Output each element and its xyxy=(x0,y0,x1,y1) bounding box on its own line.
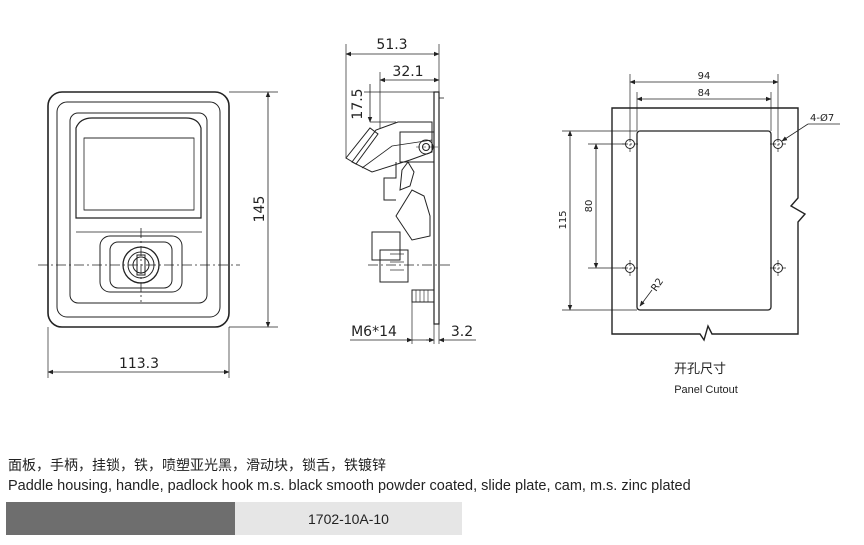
panel-outline xyxy=(611,107,807,342)
hole-label: 4-Ø7 xyxy=(810,112,834,124)
cutout-outer-width-label: 94 xyxy=(698,71,711,82)
housing-flange xyxy=(433,91,440,325)
recess-outline xyxy=(69,112,208,304)
technical-drawing: 113.3 145 xyxy=(38,37,840,396)
thread-label: M6*14 xyxy=(351,324,397,340)
cutout-rectangle xyxy=(636,130,772,311)
side-view xyxy=(345,44,476,344)
description-chinese: 面板，手柄，挂锁，铁，喷塑亚光黑，滑动块，锁舌，铁镀锌 xyxy=(8,458,386,474)
handle-side-profile xyxy=(351,121,433,173)
cutout-caption-en: Panel Cutout xyxy=(674,384,738,396)
side-handle-offset-label: 17.5 xyxy=(350,88,366,119)
front-height-label: 145 xyxy=(252,196,268,223)
side-depth-label: 51.3 xyxy=(376,37,407,53)
handle-paddle xyxy=(75,117,202,219)
mounting-holes xyxy=(625,139,783,273)
threaded-stud xyxy=(411,289,435,303)
cutout-inner-height-label: 80 xyxy=(584,200,595,213)
front-view xyxy=(38,91,278,378)
model-number: 1702-10A-10 xyxy=(235,502,462,535)
cutout-outer-height-label: 115 xyxy=(558,210,569,229)
housing-inner-outline xyxy=(56,101,221,318)
cutout-caption-cn: 开孔尺寸 xyxy=(674,362,726,377)
radius-label: R2 xyxy=(649,277,666,294)
plate-thickness-label: 3.2 xyxy=(451,324,473,340)
cam-profile xyxy=(395,189,431,241)
panel-cutout-view xyxy=(562,74,840,342)
description-english: Paddle housing, handle, padlock hook m.s… xyxy=(8,478,691,494)
model-bar-dark xyxy=(6,502,235,535)
cutout-inner-width-label: 84 xyxy=(698,88,711,99)
front-width-label: 113.3 xyxy=(119,356,159,372)
side-inner-depth-label: 32.1 xyxy=(392,64,423,80)
housing-outer-outline xyxy=(47,91,230,328)
